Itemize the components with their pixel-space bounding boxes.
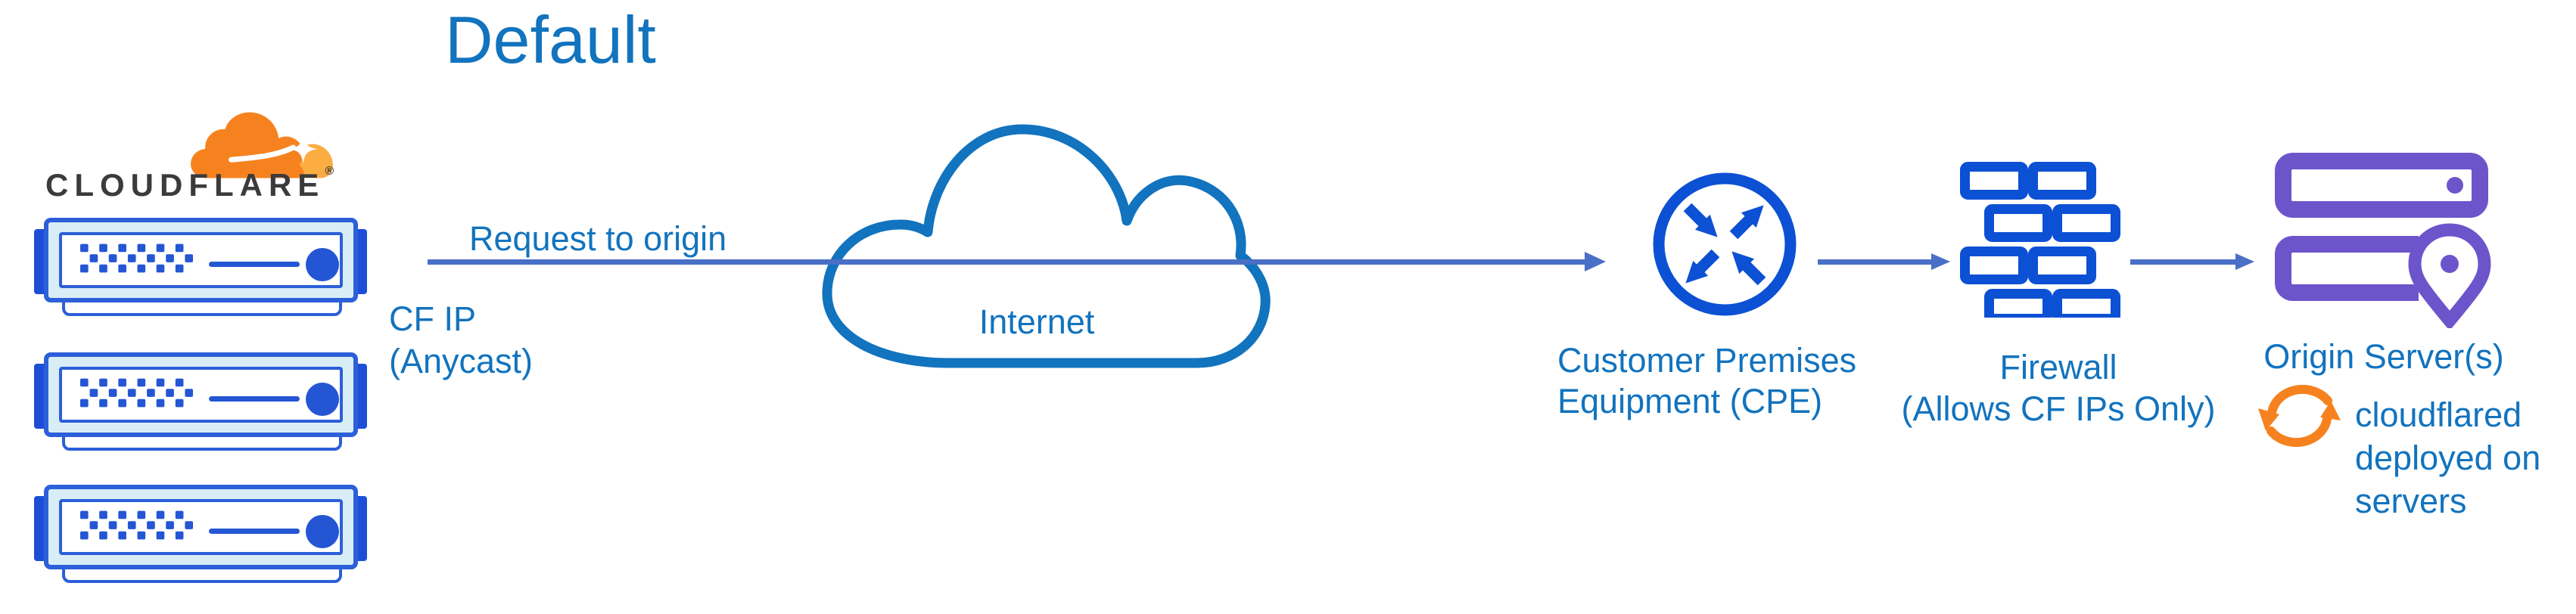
cpe-arrow-out-bl [1685, 249, 1720, 284]
firewall-icon [1960, 159, 2120, 324]
server-led [306, 248, 339, 281]
firewall-label-line1: Firewall [1999, 348, 2117, 386]
cloudflare-logo-icon [189, 110, 334, 185]
flow-line-main [428, 259, 1585, 265]
cf-ip-line: CF IP [389, 299, 477, 338]
cloudflared-note: cloudflared deployed on servers [2355, 393, 2540, 523]
cpe-label-line2: Equipment (CPE) [1557, 382, 1823, 420]
server-body [44, 218, 358, 302]
server-body [44, 352, 358, 437]
origin-servers-icon [2273, 151, 2494, 332]
flow-line-firewall-origin [2130, 259, 2235, 265]
server-slot-line [209, 396, 300, 402]
request-to-origin-label: Request to origin [469, 219, 727, 258]
server-rack-icon [34, 485, 367, 587]
cpe-arrow-in-tl [1683, 203, 1718, 237]
server-slot-line [209, 262, 300, 267]
server-panel [59, 232, 343, 288]
arrow-right-icon [1931, 253, 1950, 270]
arrow-right-icon [2235, 253, 2254, 270]
cloudflare-wordmark-text: CLOUDFLARE [45, 167, 325, 203]
server-vents-icon [80, 378, 194, 408]
origin-label: Origin Server(s) [2263, 337, 2504, 376]
firewall-label: Firewall (Allows CF IPs Only) [1881, 346, 2236, 429]
server-body [44, 485, 358, 569]
server-led [306, 383, 339, 416]
cloudflare-cloud-glyph [191, 112, 333, 178]
server-vents-icon [80, 510, 194, 540]
internet-cloud-icon [821, 110, 1274, 377]
server-rack-icon [34, 352, 367, 454]
cpe-arrow-out-tr [1729, 205, 1764, 240]
sync-icon [2255, 381, 2344, 457]
server-panel [59, 367, 343, 423]
diagram-title: Default [445, 2, 656, 77]
server-slot-line [209, 529, 300, 534]
router-cpe-icon [1648, 168, 1801, 324]
server-rack-icon [34, 218, 367, 320]
server-vents-icon [80, 243, 194, 273]
cpe-label-line1: Customer Premises [1557, 341, 1857, 380]
registered-mark: ® [325, 165, 334, 178]
firewall-label-line2: (Allows CF IPs Only) [1901, 389, 2216, 428]
cloudflared-note-line1: cloudflared [2355, 395, 2522, 434]
anycast-line: (Anycast) [389, 342, 534, 380]
internet-label: Internet [978, 302, 1095, 341]
cloudflared-note-line2: deployed on [2355, 439, 2541, 477]
cloudflared-note-line3: servers [2355, 482, 2467, 520]
cf-ip-anycast-label: CF IP (Anycast) [389, 298, 533, 383]
server-panel [59, 499, 343, 555]
cloudflare-wordmark: CLOUDFLARE® [45, 165, 334, 203]
cpe-arrow-in-br [1731, 251, 1766, 286]
flow-line-cpe-firewall [1818, 259, 1931, 265]
arrow-right-icon [1585, 252, 1606, 271]
server-led [306, 515, 339, 548]
cpe-label: Customer Premises Equipment (CPE) [1557, 340, 1856, 422]
